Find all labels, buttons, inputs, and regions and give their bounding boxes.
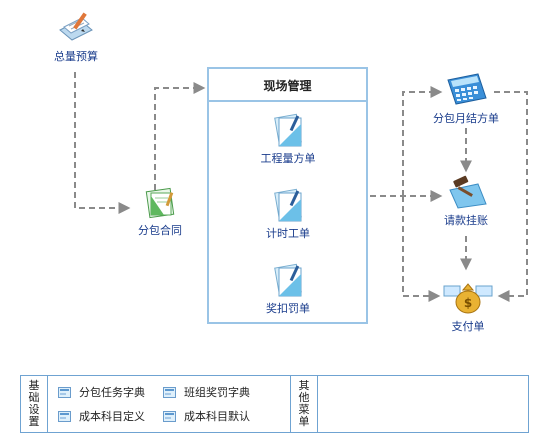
other-menu-title: 其 他 菜 单 bbox=[290, 376, 318, 432]
monthly-statement-node[interactable]: 分包月结方单 bbox=[424, 70, 508, 126]
site-item-label: 工程量方单 bbox=[260, 152, 316, 165]
basic-settings-char: 基 bbox=[28, 379, 40, 392]
dictionary-icon bbox=[58, 386, 71, 398]
link-label: 成本科目默认 bbox=[184, 410, 250, 423]
site-item-quantity-sheet[interactable]: 工程量方单 bbox=[248, 112, 328, 166]
basic-settings-title: 基 础 设 置 bbox=[21, 376, 48, 432]
link-cost-item-default[interactable]: 成本科目默认 bbox=[163, 408, 250, 424]
subcontract-node[interactable]: 分包合同 bbox=[128, 186, 192, 238]
gavel-icon bbox=[449, 175, 487, 209]
other-menu-area bbox=[317, 376, 528, 432]
site-management-title: 现场管理 bbox=[263, 79, 312, 93]
form-document-icon bbox=[274, 188, 302, 222]
monthly-statement-label: 分包月结方单 bbox=[433, 112, 499, 125]
site-item-hourly-sheet[interactable]: 计时工单 bbox=[248, 187, 328, 241]
bottom-settings-bar: 基 础 设 置 分包任务字典 班组奖罚字典 成本科目定义 bbox=[20, 375, 529, 433]
payment-request-label: 请款挂账 bbox=[444, 214, 488, 227]
link-cost-item-definition[interactable]: 成本科目定义 bbox=[58, 408, 145, 424]
other-menu-char: 他 bbox=[298, 391, 310, 404]
connector-contract-to-site bbox=[154, 82, 206, 190]
money-bag-icon: $ bbox=[443, 283, 493, 314]
other-menu-char: 菜 bbox=[298, 403, 310, 416]
basic-settings-char: 置 bbox=[28, 415, 40, 428]
total-budget-label: 总量预算 bbox=[54, 50, 98, 63]
svg-text:$: $ bbox=[464, 296, 472, 310]
connector-budget-to-contract bbox=[74, 72, 131, 214]
site-item-label: 奖扣罚单 bbox=[266, 302, 310, 315]
contract-icon bbox=[145, 187, 175, 219]
budget-document-icon bbox=[59, 12, 93, 41]
link-subcontract-task-dictionary[interactable]: 分包任务字典 bbox=[58, 384, 145, 400]
total-budget-node[interactable]: 总量预算 bbox=[44, 10, 108, 64]
link-team-reward-dictionary[interactable]: 班组奖罚字典 bbox=[163, 384, 250, 400]
dictionary-icon bbox=[163, 410, 176, 422]
dictionary-icon bbox=[163, 386, 176, 398]
link-label: 班组奖罚字典 bbox=[184, 386, 250, 399]
site-panel-divider bbox=[209, 100, 366, 102]
other-menu-char: 其 bbox=[298, 379, 310, 392]
link-label: 成本科目定义 bbox=[79, 410, 145, 423]
basic-settings-char: 础 bbox=[28, 391, 40, 404]
payment-order-label: 支付单 bbox=[451, 320, 485, 333]
form-document-icon bbox=[274, 113, 302, 147]
calculator-icon bbox=[447, 73, 487, 105]
payment-order-node[interactable]: $ 支付单 bbox=[436, 280, 500, 334]
link-label: 分包任务字典 bbox=[79, 386, 145, 399]
subcontract-label: 分包合同 bbox=[138, 224, 182, 237]
site-item-label: 计时工单 bbox=[266, 227, 310, 240]
site-item-penalty-sheet[interactable]: 奖扣罚单 bbox=[248, 262, 328, 316]
dictionary-icon bbox=[58, 410, 71, 422]
form-document-icon bbox=[274, 263, 302, 297]
payment-request-node[interactable]: 请款挂账 bbox=[432, 174, 500, 228]
other-menu-char: 单 bbox=[298, 415, 310, 428]
basic-settings-char: 设 bbox=[28, 403, 40, 416]
